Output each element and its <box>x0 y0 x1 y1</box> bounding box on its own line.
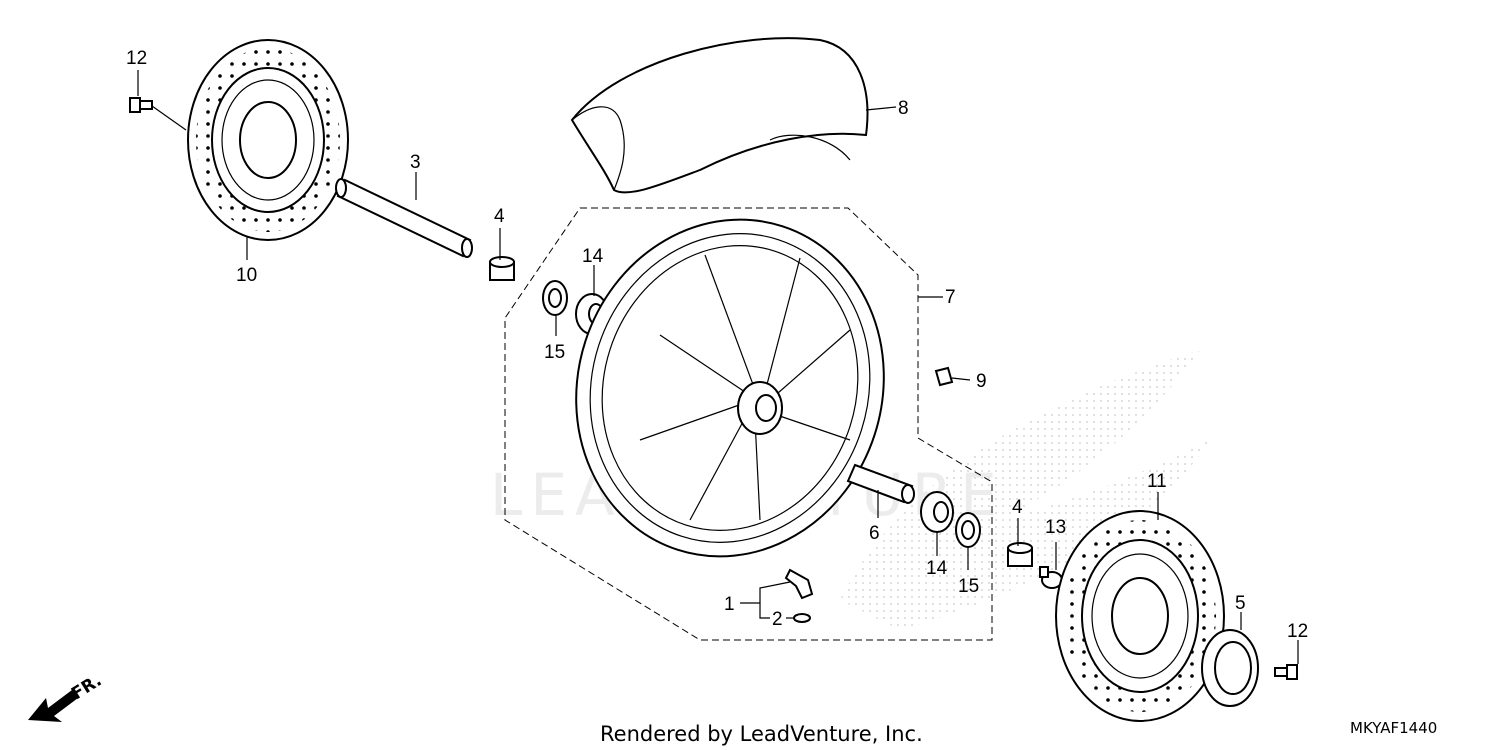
front-direction-arrow <box>28 685 78 722</box>
balance-weight <box>934 366 954 387</box>
label-part-12-right: 12 <box>1287 621 1308 642</box>
label-part-8: 8 <box>898 98 909 119</box>
leader-lines <box>137 70 1299 664</box>
valve-o-ring <box>793 613 811 623</box>
cast-wheel <box>575 218 885 558</box>
left-brake-disc <box>187 39 349 241</box>
label-part-2: 2 <box>772 609 783 630</box>
label-part-6: 6 <box>869 523 880 544</box>
right-bearing <box>920 491 954 533</box>
label-part-14-right: 14 <box>926 558 948 579</box>
left-side-collar <box>489 256 515 281</box>
front-axle <box>335 178 473 258</box>
label-part-4-left: 4 <box>494 206 505 227</box>
label-part-3: 3 <box>410 152 421 173</box>
watermark-wing <box>840 350 1210 630</box>
right-disc-bolt <box>1274 664 1298 680</box>
distance-collar <box>846 463 915 504</box>
rendered-by-credit: Rendered by LeadVenture, Inc. <box>600 722 923 746</box>
label-part-15-right: 15 <box>958 576 979 597</box>
front-tire <box>570 37 869 194</box>
right-brake-disc <box>1055 510 1225 722</box>
label-part-13: 13 <box>1045 517 1066 538</box>
label-part-7: 7 <box>945 287 956 308</box>
label-part-4-right: 4 <box>1012 497 1023 518</box>
label-part-10: 10 <box>236 265 257 286</box>
label-part-15-left: 15 <box>544 342 565 363</box>
label-part-11: 11 <box>1147 471 1167 492</box>
label-part-5: 5 <box>1235 593 1246 614</box>
label-part-14-left: 14 <box>582 246 604 267</box>
label-part-12-left: 12 <box>126 48 147 69</box>
label-part-9: 9 <box>976 371 987 392</box>
left-disc-bolt <box>129 97 153 113</box>
diagram-code: MKYAF1440 <box>1350 719 1437 737</box>
left-dust-seal <box>542 280 568 316</box>
right-side-collar <box>1007 542 1033 567</box>
pulser-ring <box>1201 629 1259 707</box>
label-part-1: 1 <box>724 594 735 615</box>
right-dust-seal <box>955 512 981 548</box>
tire-valve <box>784 568 814 600</box>
